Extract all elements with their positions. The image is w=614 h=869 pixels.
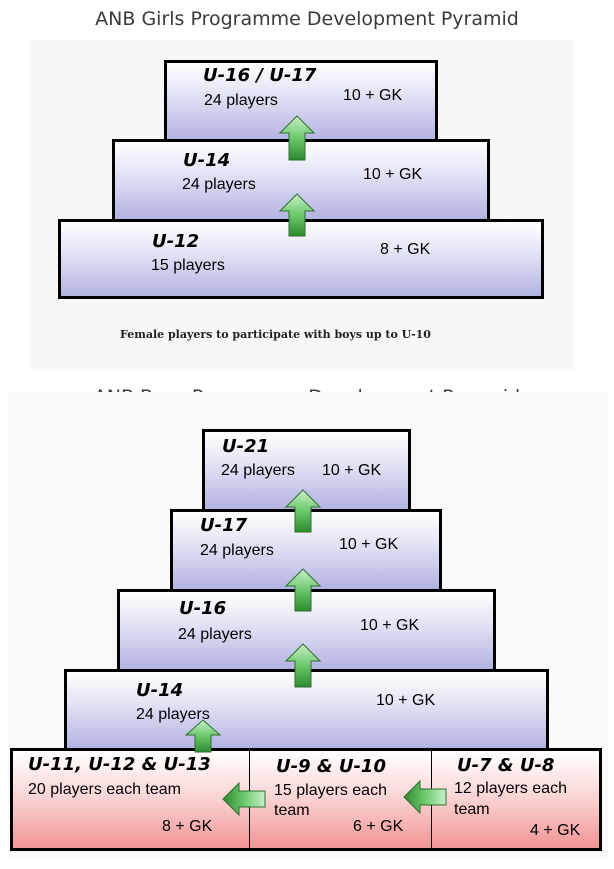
girls-tier-age-label: U-12 — [152, 231, 200, 252]
left-arrow-icon — [222, 782, 266, 816]
boys-base-age-label: U-9 & U-10 — [276, 756, 386, 777]
up-arrow-icon — [285, 643, 321, 688]
boys-tier-age-label: U-17 — [200, 515, 248, 536]
boys-base-players: 12 players each — [454, 780, 567, 797]
boys-tier-players: 24 players — [200, 542, 274, 559]
girls-tier-u16-u17 — [164, 60, 438, 142]
boys-base-format: 8 + GK — [162, 818, 213, 835]
boys-tier-format: 10 + GK — [322, 462, 382, 479]
boys-base-players: 20 players each team — [28, 781, 181, 798]
girls-tier-players: 24 players — [204, 92, 278, 109]
boys-tier-players: 24 players — [178, 626, 252, 643]
girls-tier-format: 10 + GK — [363, 166, 423, 183]
left-arrow-icon — [403, 780, 447, 814]
boys-base-format: 4 + GK — [530, 822, 581, 839]
boys-tier-format: 10 + GK — [339, 536, 399, 553]
up-arrow-icon — [285, 568, 321, 612]
girls-tier-players: 15 players — [151, 257, 225, 274]
boys-base-row — [10, 748, 602, 851]
boys-tier-format: 10 + GK — [376, 692, 436, 709]
boys-tier-age-label: U-14 — [136, 680, 184, 701]
boys-base-players-line2: team — [454, 801, 490, 818]
boys-base-players-line2: team — [274, 802, 310, 819]
boys-base-age-label: U-7 & U-8 — [457, 755, 555, 776]
boys-tier-players: 24 players — [221, 462, 295, 479]
girls-note: Female players to participate with boys … — [120, 328, 431, 341]
up-arrow-icon — [279, 193, 315, 237]
up-arrow-icon — [185, 719, 221, 753]
girls-tier-format: 8 + GK — [380, 241, 431, 258]
up-arrow-icon — [285, 489, 321, 533]
girls-tier-age-label: U-14 — [183, 150, 231, 171]
boys-base-players: 15 players each — [274, 782, 387, 799]
boys-base-age-label: U-11, U-12 & U-13 — [28, 754, 211, 775]
boys-base-format: 6 + GK — [353, 818, 404, 835]
girls-tier-format: 10 + GK — [343, 87, 403, 104]
girls-tier-age-label: U-16 / U-17 — [203, 65, 317, 86]
up-arrow-icon — [279, 115, 315, 161]
boys-tier-age-label: U-16 — [179, 598, 227, 619]
boys-tier-players: 24 players — [136, 706, 210, 723]
boys-tier-format: 10 + GK — [360, 617, 420, 634]
girls-pyramid-title: ANB Girls Programme Development Pyramid — [95, 8, 519, 30]
boys-tier-age-label: U-21 — [222, 436, 270, 457]
girls-tier-players: 24 players — [182, 176, 256, 193]
